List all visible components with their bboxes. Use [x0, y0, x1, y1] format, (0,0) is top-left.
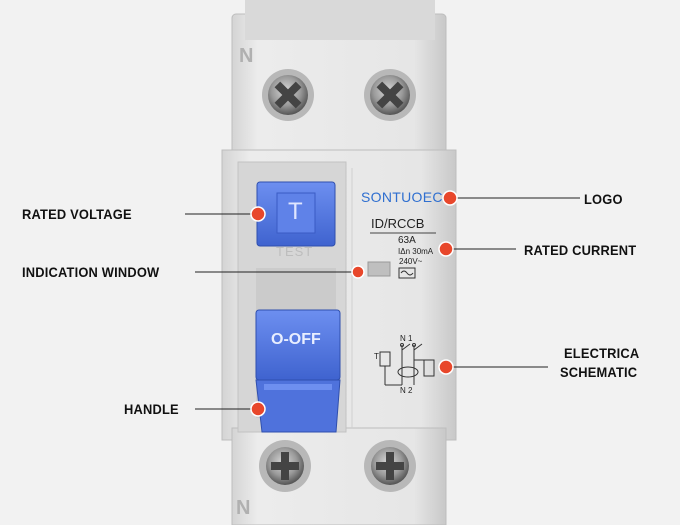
callout-handle: HANDLE — [124, 401, 179, 417]
schematic-top-labels: N 1 — [400, 334, 413, 343]
test-button-label: T — [288, 198, 303, 225]
marker-dot-icon — [250, 206, 266, 222]
test-caption: TEST — [276, 244, 314, 259]
marker-dot-icon — [438, 359, 454, 375]
callout-schematic-line2: SCHEMATIC — [560, 364, 638, 380]
leader-lines — [185, 197, 580, 410]
screw-icon — [262, 69, 314, 121]
current-rating: 63A — [398, 235, 416, 246]
marker-dot-icon — [438, 241, 454, 257]
marker-dots — [250, 190, 458, 417]
voltage: 240V~ — [399, 257, 423, 266]
top-terminal-recess — [245, 0, 435, 40]
sensitivity: IΔn 30mA — [398, 247, 434, 256]
test-button-face — [276, 192, 316, 234]
screw-icon — [259, 440, 311, 492]
callout-rated-current: RATED CURRENT — [524, 242, 637, 258]
terminal-label-top: N — [239, 45, 254, 67]
terminal-label-bottom: N — [236, 497, 251, 519]
schematic-side-label: T — [374, 352, 379, 361]
callout-rated-voltage: RATED VOLTAGE — [22, 206, 132, 222]
callout-indication-window: INDICATION WINDOW — [22, 264, 160, 280]
indication-window — [367, 261, 391, 277]
marker-dot-icon — [442, 190, 458, 206]
electrical-schematic — [379, 343, 435, 386]
marker-dot-icon — [250, 401, 266, 417]
handle-grip-ridge — [264, 384, 332, 390]
callout-schematic-line1: ELECTRICA — [564, 345, 640, 361]
model-text: ID/RCCB — [371, 216, 425, 231]
brand-logo: SONTUOEC — [361, 189, 443, 205]
handle-label: O-OFF — [271, 331, 321, 348]
ac-wave-icon — [398, 267, 416, 279]
schematic-bottom-labels: N 2 — [400, 386, 413, 395]
callout-logo: LOGO — [584, 191, 623, 207]
screw-icon — [364, 69, 416, 121]
marker-dot-icon — [351, 265, 365, 279]
screw-icon — [364, 440, 416, 492]
